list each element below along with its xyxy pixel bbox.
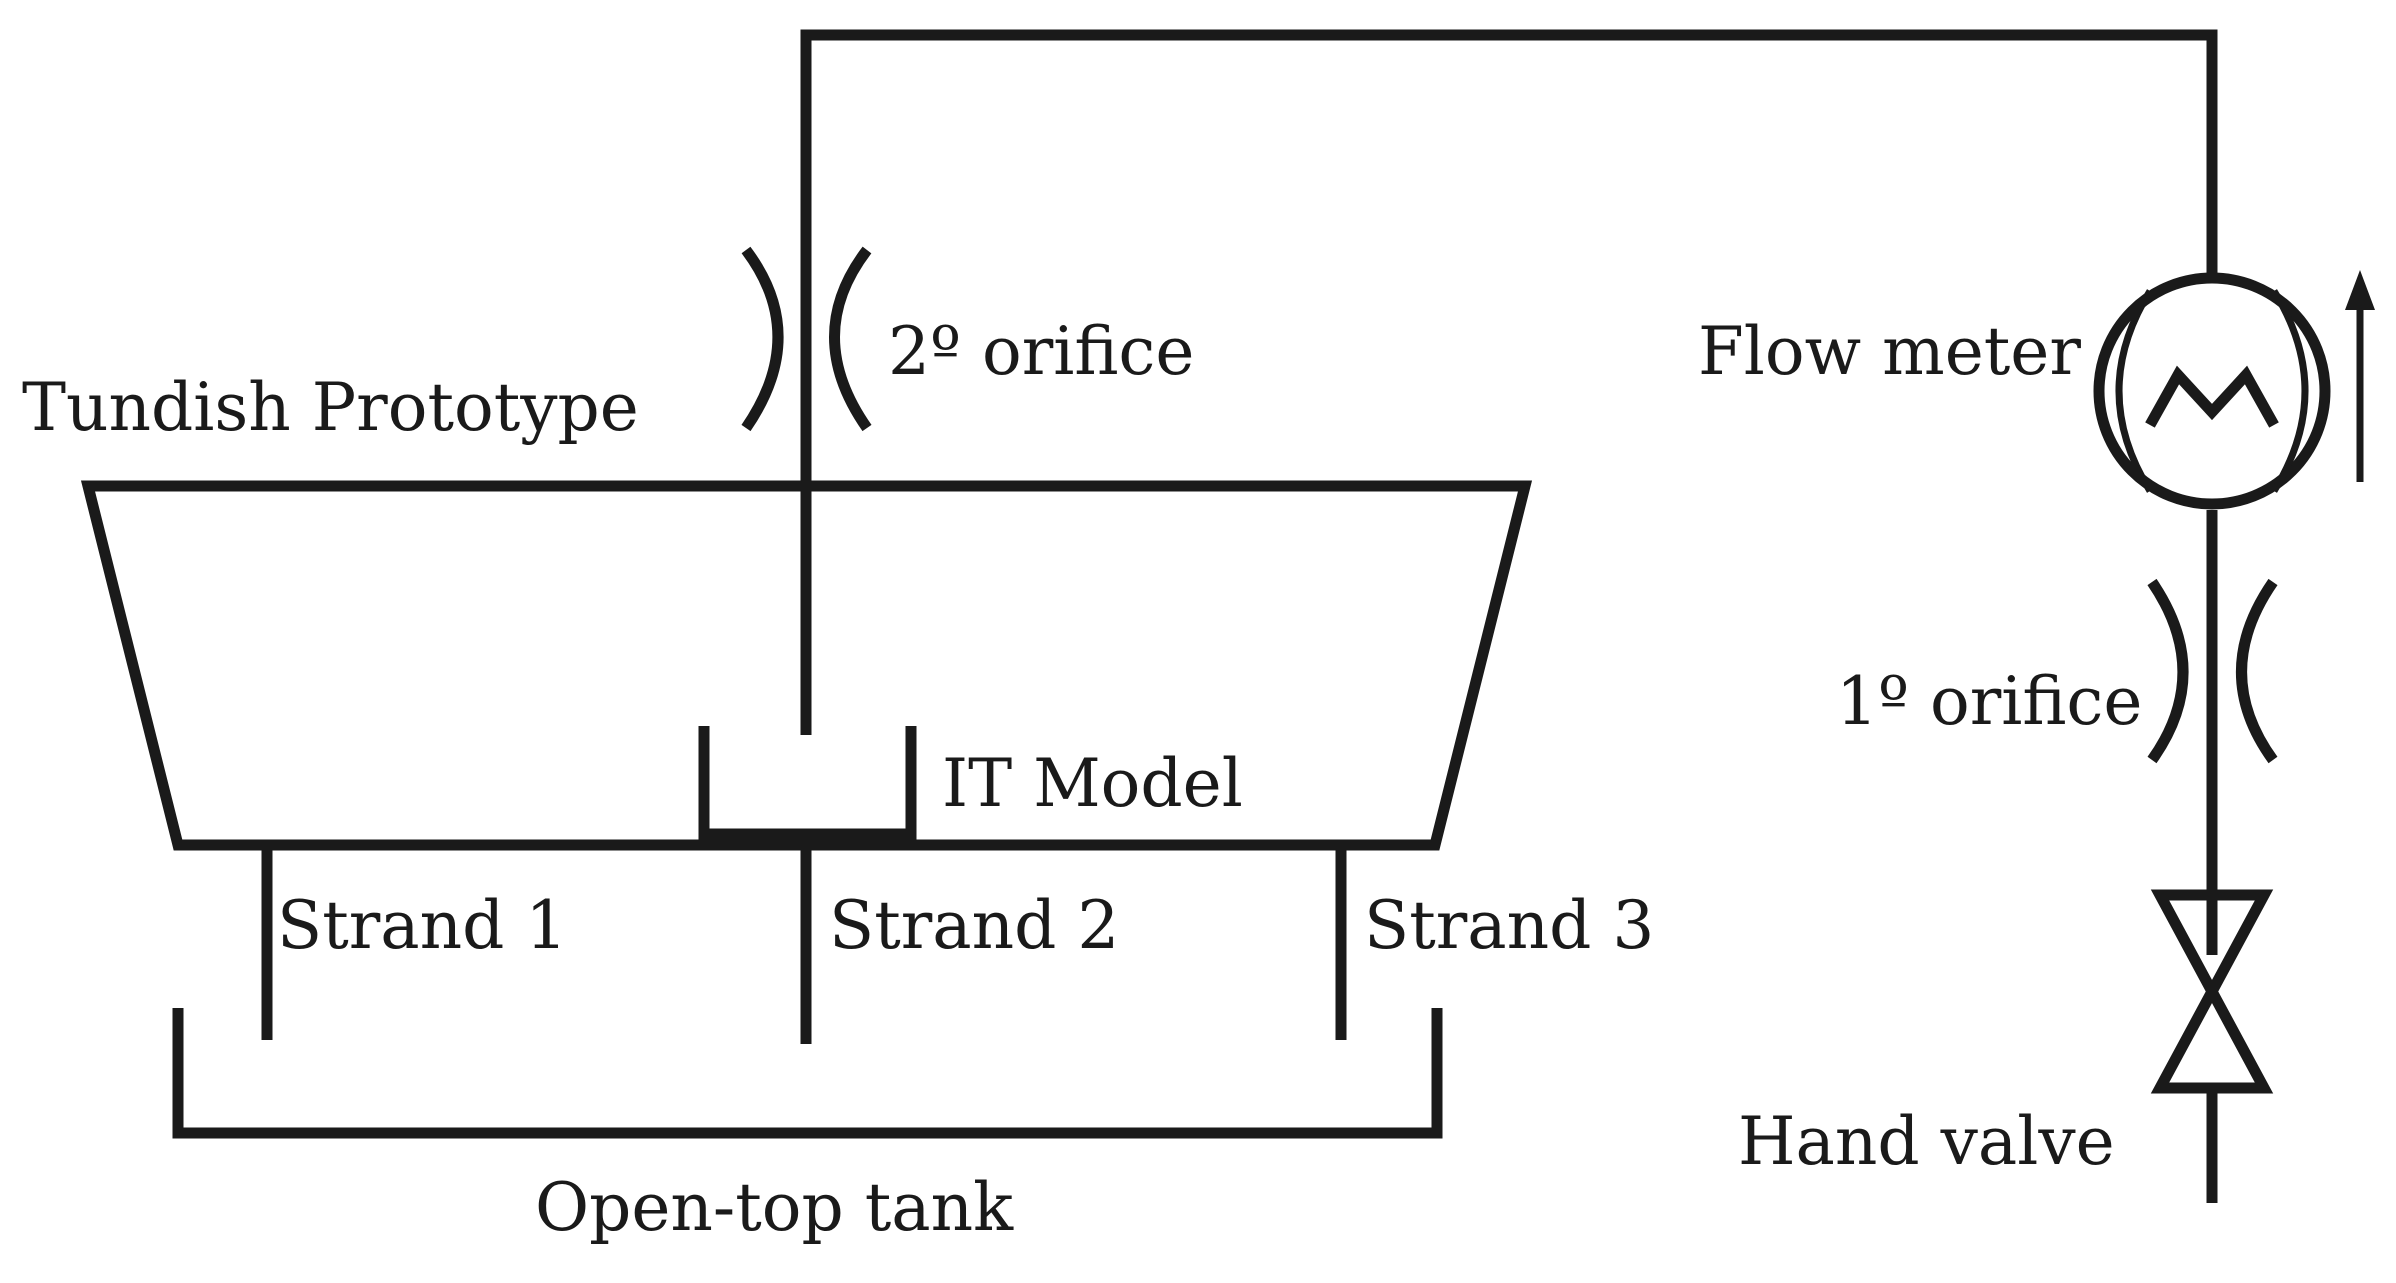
- flow-meter-label: Flow meter: [1698, 313, 2081, 390]
- hand-valve-icon: [2150, 889, 2274, 1094]
- open-top-tank-shape: [172, 1008, 1443, 1139]
- return-pipe: [800, 29, 2218, 1203]
- open-top-tank-label: Open-top tank: [535, 1169, 1014, 1246]
- orifice-2-label: 2º orifice: [888, 313, 1194, 390]
- it-model-label: IT Model: [942, 745, 1243, 822]
- flow-direction-arrow-icon: [2345, 270, 2375, 482]
- orifice-1-icon: [2147, 578, 2278, 764]
- orifice-2-icon: [741, 246, 872, 432]
- strand-3-label: Strand 3: [1364, 887, 1654, 964]
- tundish-body: [80, 480, 1533, 851]
- tundish-prototype-label: Tundish Prototype: [22, 369, 639, 446]
- hand-valve-label: Hand valve: [1738, 1103, 2115, 1180]
- strand-1-label: Strand 1: [277, 887, 567, 964]
- flow-meter-icon: [2093, 272, 2331, 510]
- strand-2-label: Strand 2: [829, 887, 1119, 964]
- it-model-shape: [698, 726, 917, 840]
- orifice-1-label: 1º orifice: [1836, 663, 2142, 740]
